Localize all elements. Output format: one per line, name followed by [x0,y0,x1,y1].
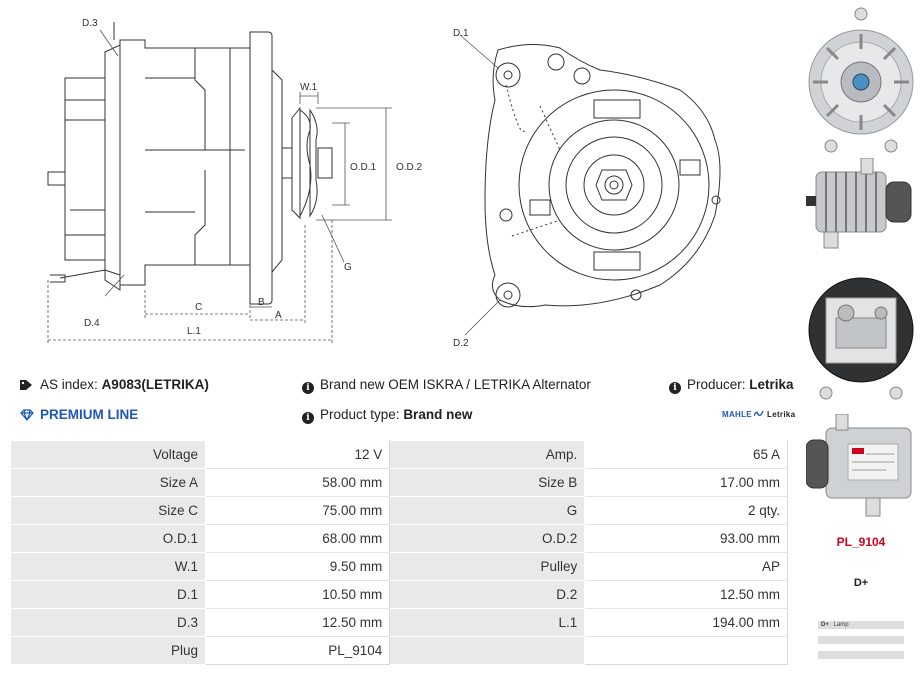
spec-label: L.1 [389,608,586,637]
producer-label: Producer: [687,377,746,392]
label-od2: O.D.2 [396,162,423,173]
brand-logos: MAHLE Letrika [722,410,795,419]
spec-value: 2 qty. [584,496,788,525]
plug-row-lamp: Lamp [833,622,849,628]
spec-label: Size B [389,468,586,497]
spec-value: 17.00 mm [584,468,788,497]
spec-value: 194.00 mm [584,608,788,637]
spec-value: 12.50 mm [204,608,391,637]
spec-value: 12 V [204,440,391,469]
label-b: B [258,297,265,308]
producer: i Producer: Letrika [669,377,794,394]
diamond-icon [20,409,34,421]
spec-label: W.1 [10,552,206,581]
tag-icon [20,380,32,390]
spec-label: Voltage [10,440,206,469]
info-icon: i [302,382,314,394]
plug-row-empty-2 [818,651,904,659]
info-icon: i [669,382,681,394]
plug-terminal-table: D+ Lamp [818,621,904,666]
producer-value: Letrika [749,377,794,392]
spec-value: 58.00 mm [204,468,391,497]
spec-label: Size C [10,496,206,525]
letrika-wave-icon [753,410,765,417]
spec-label: Plug [10,636,206,665]
label-d1: D.1 [453,28,469,39]
spec-value: 9.50 mm [204,552,391,581]
label-c: C [195,302,202,313]
label-l1: L.1 [187,326,201,337]
as-index: AS index: A9083(LETRIKA) [20,377,209,392]
alternator-label-photo [806,414,912,517]
spec-value: 68.00 mm [204,524,391,553]
spec-value: 12.50 mm [584,580,788,609]
spec-label: Amp. [389,440,586,469]
spec-label: O.D.2 [389,524,586,553]
alternator-rear-photo [808,277,914,400]
spec-label [389,636,586,665]
spec-value: 10.50 mm [204,580,391,609]
as-index-value: A9083(LETRIKA) [101,377,209,392]
dimension-lines [47,29,392,345]
product-type-label: Product type: [320,407,400,422]
label-d3: D.3 [82,18,98,29]
info-icon: i [302,412,314,424]
premium-line-label: PREMIUM LINE [40,407,139,422]
alternator-side-photo [806,158,912,249]
spec-label: O.D.1 [10,524,206,553]
plug-row-d: D+ Lamp [818,621,904,629]
label-w1: W.1 [300,82,318,93]
description: i Brand new OEM ISKRA / LETRIKA Alternato… [302,377,591,394]
description-text: Brand new OEM ISKRA / LETRIKA Alternator [320,377,591,392]
plug-row-empty-1 [818,636,904,644]
spec-value: 75.00 mm [204,496,391,525]
label-d2: D.2 [453,338,469,349]
spec-value [584,636,788,665]
mahle-logo: MAHLE [722,410,752,419]
label-g: G [344,262,352,273]
label-a: A [275,310,282,321]
spec-label: Pulley [389,552,586,581]
as-index-label: AS index: [40,377,98,392]
spec-label: D.3 [10,608,206,637]
spec-label: D.2 [389,580,586,609]
label-od1: O.D.1 [350,162,377,173]
terminal-caption: D+ [853,577,869,589]
spec-label: Size A [10,468,206,497]
spec-value: PL_9104 [204,636,391,665]
letrika-logo: Letrika [767,410,796,419]
spec-label: G [389,496,586,525]
product-type: i Product type: Brand new [302,407,472,424]
plug-row-d-label: D+ [821,622,829,628]
premium-line[interactable]: PREMIUM LINE [20,407,138,422]
spec-value: 93.00 mm [584,524,788,553]
spec-value: 65 A [584,440,788,469]
alternator-front-photo [808,7,914,153]
technical-drawing: D.3 D.4 W.1 O.D.1 O.D.2 G C B A L.1 D.1 … [47,18,721,349]
front-view [459,34,721,336]
side-view [47,22,333,305]
plug-caption: PL_9104 [836,535,886,549]
label-d4: D.4 [84,318,100,329]
spec-label: D.1 [10,580,206,609]
product-type-value: Brand new [403,407,473,422]
spec-value: AP [584,552,788,581]
